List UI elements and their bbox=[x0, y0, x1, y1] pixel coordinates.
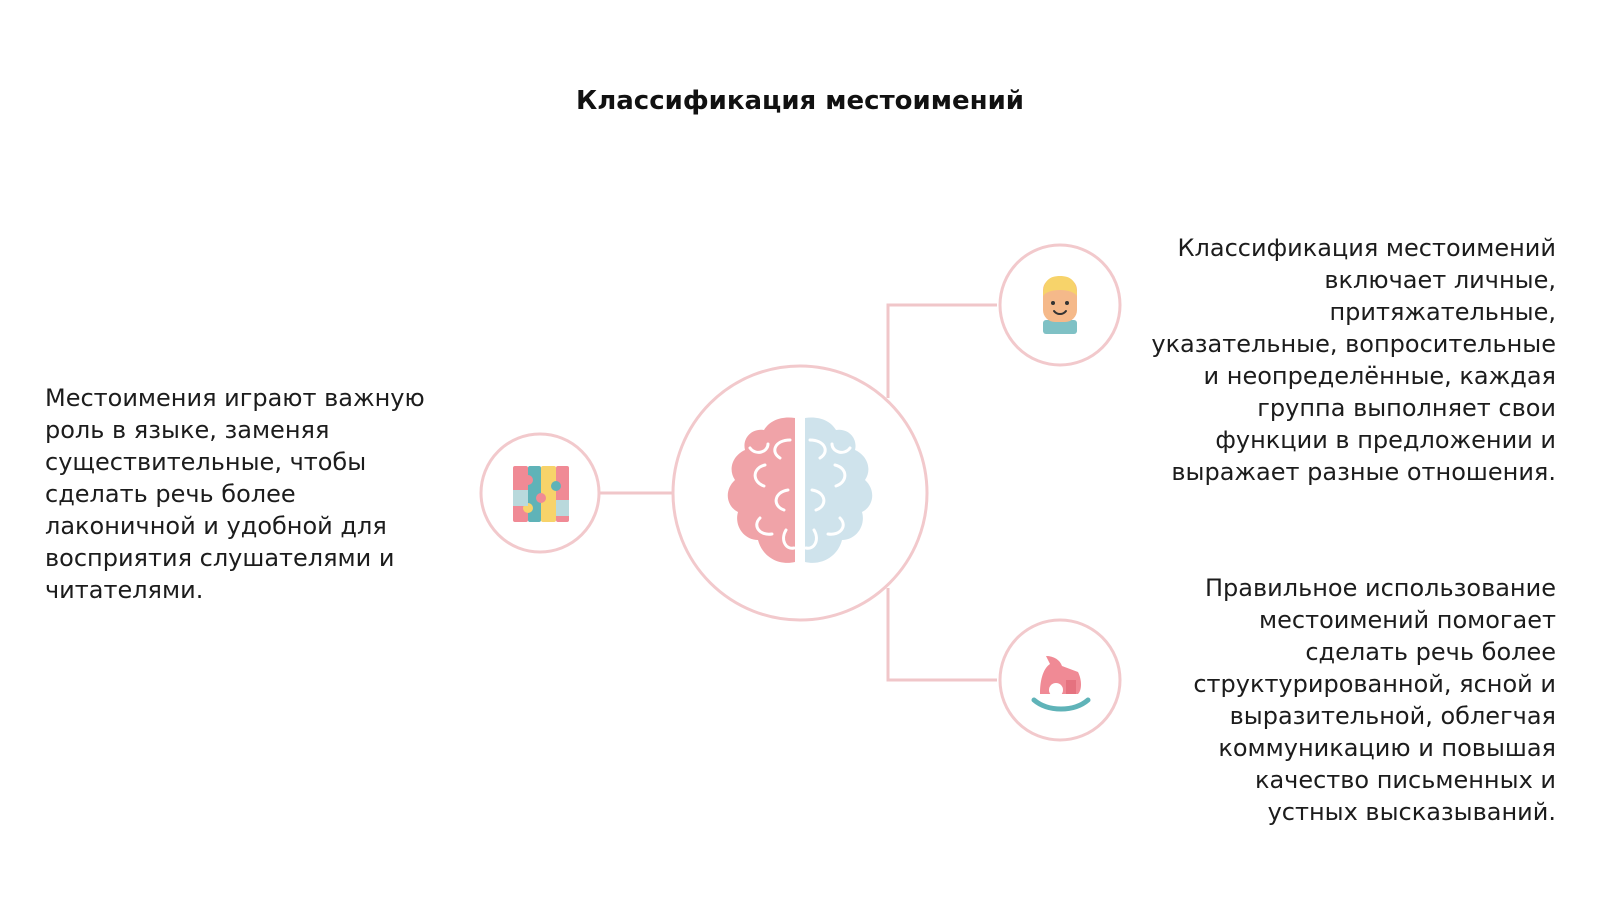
center-node bbox=[671, 364, 929, 622]
brain-icon bbox=[727, 417, 873, 563]
rocking-horse-icon bbox=[1031, 656, 1091, 712]
connector-right-bottom bbox=[886, 588, 997, 682]
right-top-description: Классификация местоимений включает личны… bbox=[1151, 234, 1556, 486]
center-node-ring bbox=[671, 364, 929, 622]
connector-right-top bbox=[886, 303, 997, 398]
child-face-icon bbox=[1043, 276, 1077, 334]
right-top-node bbox=[998, 243, 1122, 367]
left-description: Местоимения играют важную роль в языке, … bbox=[45, 384, 425, 604]
page-title: Классификация местоимений bbox=[575, 86, 1025, 116]
right-bottom-node bbox=[998, 618, 1122, 742]
puzzle-icon bbox=[513, 466, 569, 522]
connectors bbox=[599, 303, 997, 682]
right-bottom-description: Правильное использование местоимений пом… bbox=[1193, 574, 1556, 826]
left-node bbox=[479, 432, 601, 554]
